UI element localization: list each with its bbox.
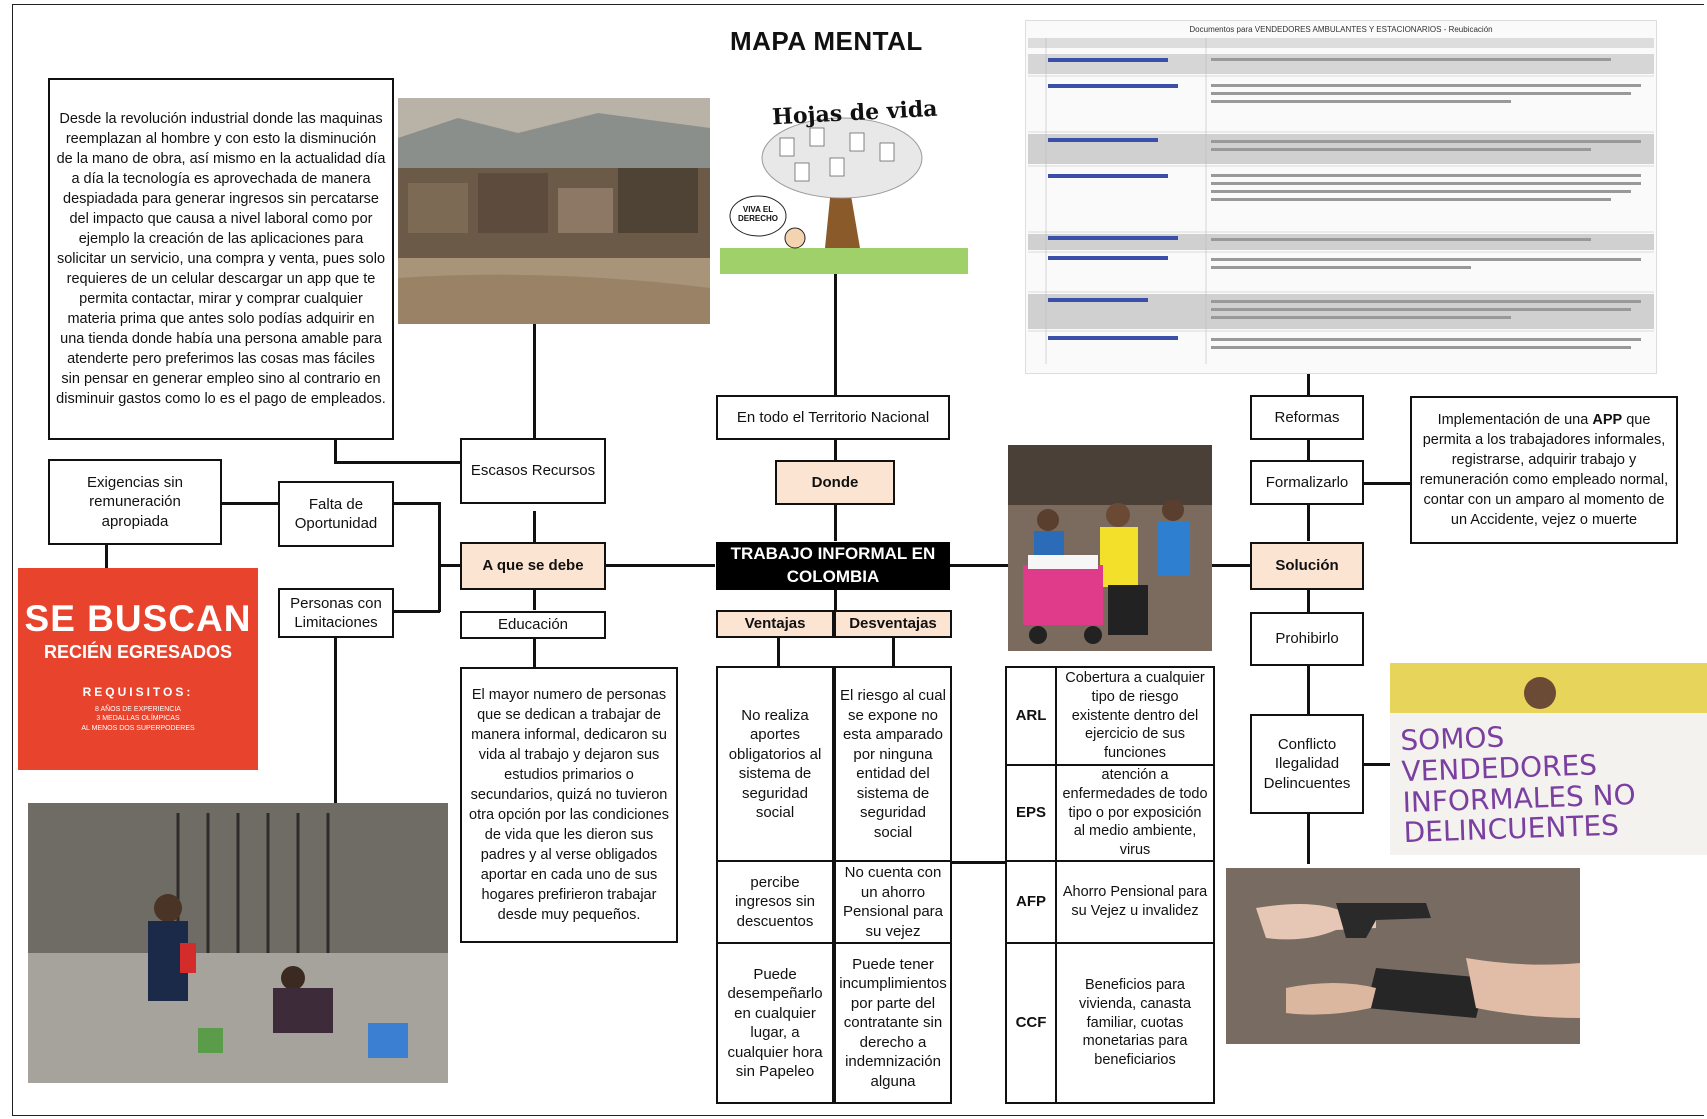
formalizarlo-description: Implementación de una APP que permita a … [1410,396,1678,544]
street-photo [28,803,448,1083]
protest-sign-text: SOMOS VENDEDORES INFORMALES NO DELINCUEN… [1399,720,1637,850]
node-formalizarlo: Formalizarlo [1250,460,1364,505]
node-prohibirlo: Prohibirlo [1250,612,1364,666]
ventaja-item: No realiza aportes obligatorios al siste… [716,666,834,862]
benefit-label: CCF [1005,942,1057,1104]
benefit-text: Ahorro Pensional para su Vejez u invalid… [1055,860,1215,944]
desventaja-item: No cuenta con un ahorro Pensional para s… [834,860,952,944]
connector [1307,372,1310,408]
connector [834,586,837,611]
node-donde: Donde [775,460,895,505]
connector [1307,586,1310,614]
connector [834,440,837,460]
desventaja-item: Puede tener incumplimientos por parte de… [834,942,952,1104]
connector [555,564,715,567]
connector [1210,564,1250,567]
connector [1362,763,1392,766]
poster-lines: 8 AÑOS DE EXPERIENCIA 3 MEDALLAS OLÍMPIC… [81,706,195,732]
benefit-label: EPS [1005,764,1057,862]
connector [1307,440,1310,460]
protest-sign-photo: SOMOS VENDEDORES INFORMALES NO DELINCUEN… [1390,663,1707,855]
connector [1307,664,1310,714]
connector [334,438,337,463]
connector [1362,482,1412,485]
connector [533,511,536,543]
connector [393,610,440,613]
connector [533,637,536,667]
connector [334,461,460,464]
central-topic: TRABAJO INFORMAL EN COLOMBIA [716,542,950,590]
connector [834,273,837,395]
node-solucion: Solución [1250,542,1364,590]
document-table-image: Documentos para VENDEDORES AMBULANTES Y … [1025,20,1657,374]
escasos-description: Desde la revolución industrial donde las… [48,78,394,440]
benefit-label: AFP [1005,860,1057,944]
benefit-text: atención a enfermedades de todo tipo o p… [1055,764,1215,862]
page-frame [12,4,1704,1116]
connector [334,637,337,803]
node-ventajas: Ventajas [716,610,834,638]
educacion-description: El mayor numero de personas que se dedic… [460,667,678,943]
node-reformas: Reformas [1250,395,1364,440]
node-territorio: En todo el Territorio Nacional [716,395,950,440]
connector [438,564,462,567]
connector [220,502,278,505]
benefit-text: Cobertura a cualquier tipo de riesgo exi… [1055,666,1215,766]
connector [1307,812,1310,864]
connector [834,505,837,541]
connector [533,590,536,610]
node-conflicto: Conflicto Ilegalidad Delincuentes [1250,714,1364,814]
cartoon-bubble: VIVA EL DERECHO [737,205,778,223]
benefit-text: Beneficios para vivienda, canasta famili… [1055,942,1215,1104]
robbery-photo [1226,868,1580,1044]
ventaja-item: percibe ingresos sin descuentos [716,860,834,944]
doc-header: Documentos para VENDEDORES AMBULANTES Y … [1189,25,1493,34]
node-desventajas: Desventajas [834,610,952,638]
page-title: MAPA MENTAL [730,26,923,56]
connector [393,502,440,505]
slum-photo [398,98,710,324]
vendors-street-photo [1008,445,1212,651]
connector [777,636,780,666]
node-limitaciones: Personas con Limitaciones [278,588,394,638]
connector [105,545,108,568]
connector [892,636,895,666]
connector [950,861,1005,864]
poster-subtitle: RECIÉN EGRESADOS [43,642,233,662]
node-falta-oportunidad: Falta de Oportunidad [278,481,394,547]
node-a-que-se-debe: A que se debe [460,542,606,590]
poster-requisitos: REQUISITOS: [82,685,194,699]
benefit-label: ARL [1005,666,1057,766]
ventaja-item: Puede desempeñarlo en cualquier lugar, a… [716,942,834,1104]
se-buscan-poster: SE BUSCAN RECIÉN EGRESADOS REQUISITOS: 8… [18,568,258,770]
connector [950,564,1008,567]
cartoon-hojas-de-vida: Hojas de vida VIVA EL DERECHO [720,98,968,274]
connector [1307,505,1310,541]
desventaja-item: El riesgo al cual se expone no esta ampa… [834,666,952,862]
poster-title: SE BUSCAN [24,598,252,639]
node-escasos-recursos: Escasos Recursos [460,438,606,504]
connector [438,502,441,612]
connector [533,323,536,440]
node-exigencias: Exigencias sin remuneración apropiada [48,459,222,545]
node-educacion: Educación [460,611,606,639]
